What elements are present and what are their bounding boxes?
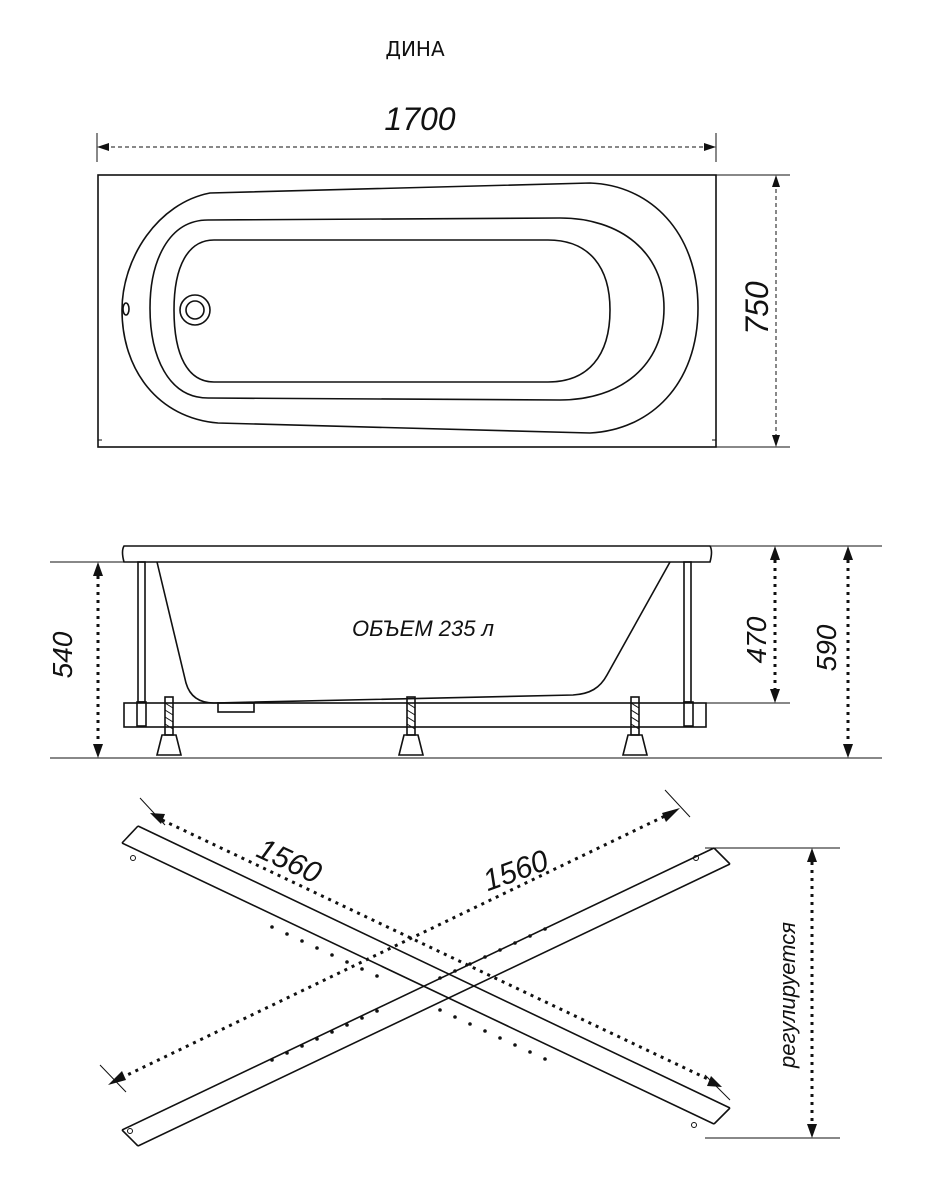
adjustable-dimension: регулируется [705, 847, 840, 1139]
adjustable-foot-center [397, 696, 425, 756]
bar-length-right-label: 1560 [252, 832, 327, 890]
side-rim [121, 545, 713, 563]
drain-icon [179, 294, 211, 326]
tub-rim-outline [97, 174, 717, 448]
tub-inner-edge [149, 217, 665, 401]
total-height-label: 590 [811, 624, 842, 671]
model-title: ДИНА [385, 37, 445, 61]
depth-dimension: 470 [741, 546, 780, 703]
depth-label: 470 [741, 616, 772, 663]
length-label: 1700 [384, 101, 455, 137]
tub-outer-edge [121, 182, 699, 434]
adjustable-label: регулируется [775, 922, 800, 1069]
frame-adjustment-holes [270, 925, 547, 1062]
volume-label: ОБЪЕМ 235 л [352, 616, 494, 641]
overflow-icon [122, 302, 130, 316]
frame-bar-a [121, 825, 731, 1128]
top-view: 1700 750 [96, 101, 790, 448]
bar-length-dimension-right: 1560 [139, 797, 731, 1101]
side-view: ОБЪЕМ 235 л 540 470 590 [47, 545, 882, 759]
adjustable-foot-right [621, 696, 649, 756]
adjustable-foot-left [155, 696, 183, 756]
tub-bottom [173, 239, 611, 383]
frame-height-dimension: 540 [47, 562, 103, 758]
bar-length-left-label: 1560 [479, 844, 553, 898]
width-label: 750 [739, 281, 775, 335]
frame-view: 1560 1560 регулируется [99, 789, 840, 1147]
total-height-dimension: 590 [811, 546, 853, 758]
side-bowl [156, 561, 671, 704]
length-dimension: 1700 [96, 101, 717, 162]
frame-bolts [136, 701, 694, 727]
width-dimension: 750 [716, 174, 790, 448]
frame-bar-b [121, 847, 731, 1147]
frame-height-label: 540 [47, 631, 78, 678]
side-drain [217, 702, 255, 713]
